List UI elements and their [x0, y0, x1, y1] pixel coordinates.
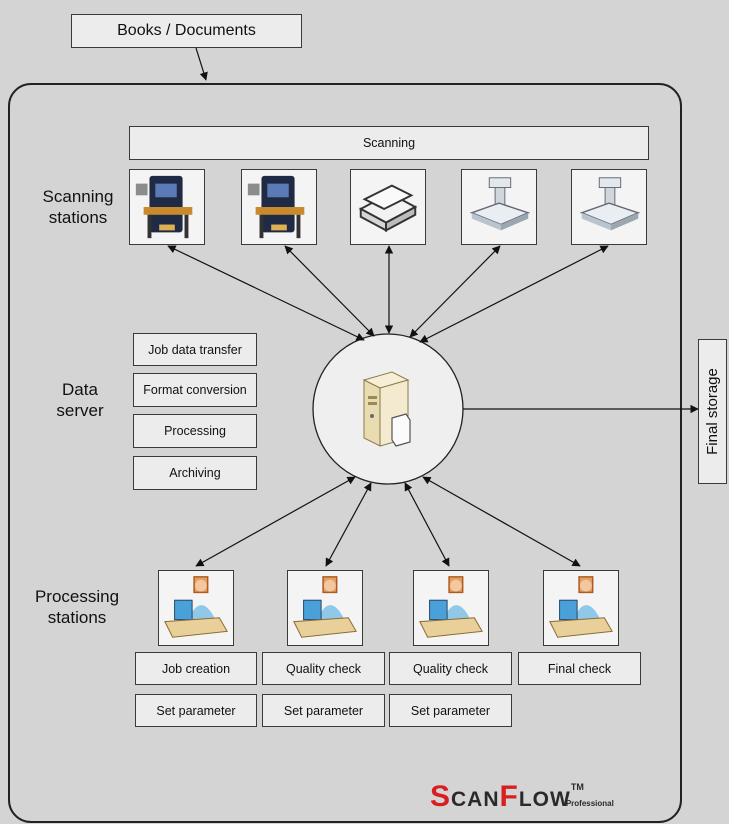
processing-stations-label: Processing stations: [22, 586, 132, 628]
processing-stations-label-line2: stations: [47, 608, 107, 627]
link-scanner-1: [167, 245, 365, 341]
logo-f: F: [499, 780, 519, 813]
link-processing-2: [325, 482, 372, 567]
input-arrow: [195, 47, 208, 81]
link-processing-1: [195, 476, 356, 567]
task-quality-check: Quality check: [389, 652, 512, 685]
logo-professional: Professional: [565, 799, 614, 808]
operator-workstation-icon: [287, 570, 363, 646]
function-job-data-transfer: Job data transfer: [133, 333, 257, 366]
link-scanner-4: [409, 245, 501, 338]
data-server-label: Data server: [40, 379, 120, 421]
task-job-creation: Job creation: [135, 652, 257, 685]
logo-s: S: [430, 780, 452, 813]
operator-workstation-icon: [413, 570, 489, 646]
overhead-scanner-icon: [461, 169, 537, 245]
link-scanner-2: [284, 245, 375, 337]
logo-low: LOW: [518, 788, 571, 811]
link-processing-4: [422, 476, 581, 567]
logo-tm: TM: [570, 782, 584, 792]
set-parameter-box: Set parameter: [135, 694, 257, 727]
server-icon: [358, 368, 414, 452]
final-storage: Final storage: [698, 339, 727, 484]
task-final-check: Final check: [518, 652, 641, 685]
system-frame: [8, 83, 682, 823]
logo-can: CAN: [451, 788, 500, 811]
function-archiving: Archiving: [133, 456, 257, 490]
function-format-conversion: Format conversion: [133, 373, 257, 407]
scanning-stations-label-line1: Scanning: [42, 187, 114, 206]
scanning-header: Scanning: [129, 126, 649, 160]
function-processing: Processing: [133, 414, 257, 448]
final-storage-label: Final storage: [704, 368, 721, 455]
operator-workstation-icon: [158, 570, 234, 646]
set-parameter-box: Set parameter: [389, 694, 512, 727]
scanning-stations-label: Scanning stations: [28, 186, 128, 228]
data-server-label-line1: Data: [62, 380, 98, 399]
operator-workstation-icon: [543, 570, 619, 646]
book-scanner-icon: [241, 169, 317, 245]
processing-stations-label-line1: Processing: [34, 587, 120, 606]
scanflow-logo: SCANFLOWTM Professional: [430, 780, 632, 814]
input-books-documents: Books / Documents: [71, 14, 302, 48]
data-server-label-line2: server: [56, 401, 104, 420]
link-scanner-5: [419, 245, 609, 343]
task-quality-check: Quality check: [262, 652, 385, 685]
link-processing-3: [404, 482, 450, 567]
scanning-stations-label-line2: stations: [48, 208, 108, 227]
flatbed-scanner-icon: [350, 169, 426, 245]
overhead-scanner-icon: [571, 169, 647, 245]
set-parameter-box: Set parameter: [262, 694, 385, 727]
book-scanner-icon: [129, 169, 205, 245]
